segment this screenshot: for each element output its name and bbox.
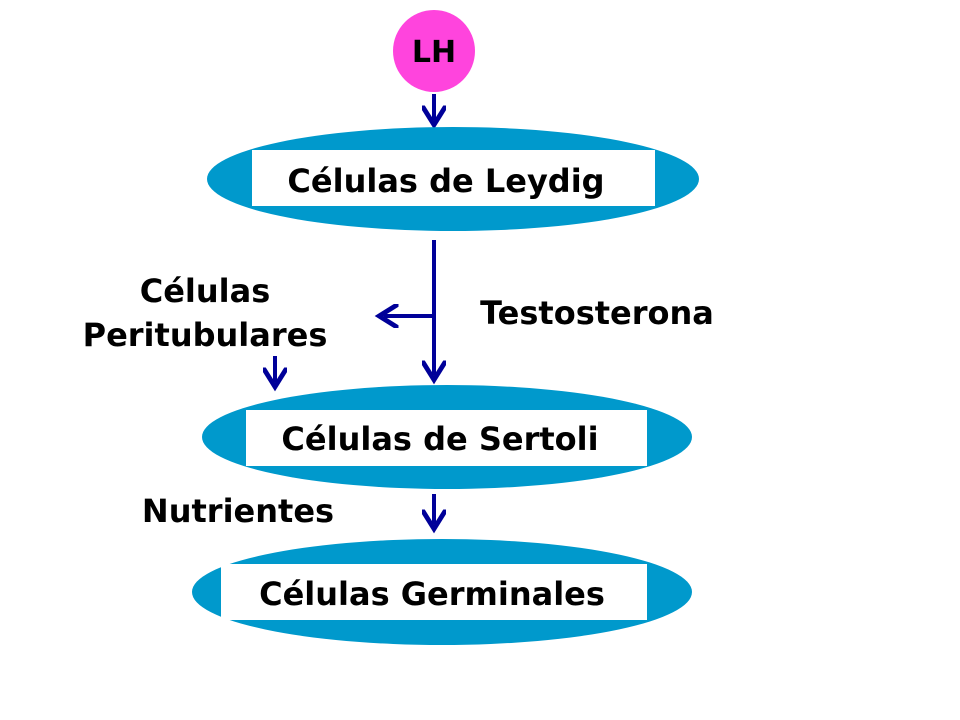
- nutrientes-label: Nutrientes: [142, 492, 334, 530]
- germinales-label-box: [221, 564, 647, 620]
- sertoli-label-box: [246, 410, 647, 466]
- peritubulares-label-line2: Peritubulares: [83, 316, 328, 354]
- sertoli-label: Células de Sertoli: [281, 420, 598, 458]
- peritubulares-label-line1: Células: [140, 272, 271, 310]
- germinales-node: Células Germinales: [192, 539, 692, 645]
- leydig-label-box: [252, 150, 655, 206]
- lh-node: LH: [393, 10, 475, 92]
- testosterona-label: Testosterona: [480, 294, 714, 332]
- germinales-label: Células Germinales: [259, 575, 605, 613]
- lh-label: LH: [412, 35, 456, 70]
- leydig-label: Células de Leydig: [287, 162, 604, 200]
- leydig-node: Células de Leydig: [207, 127, 699, 231]
- sertoli-node: Células de Sertoli: [202, 385, 692, 489]
- lh-circle: [393, 10, 475, 92]
